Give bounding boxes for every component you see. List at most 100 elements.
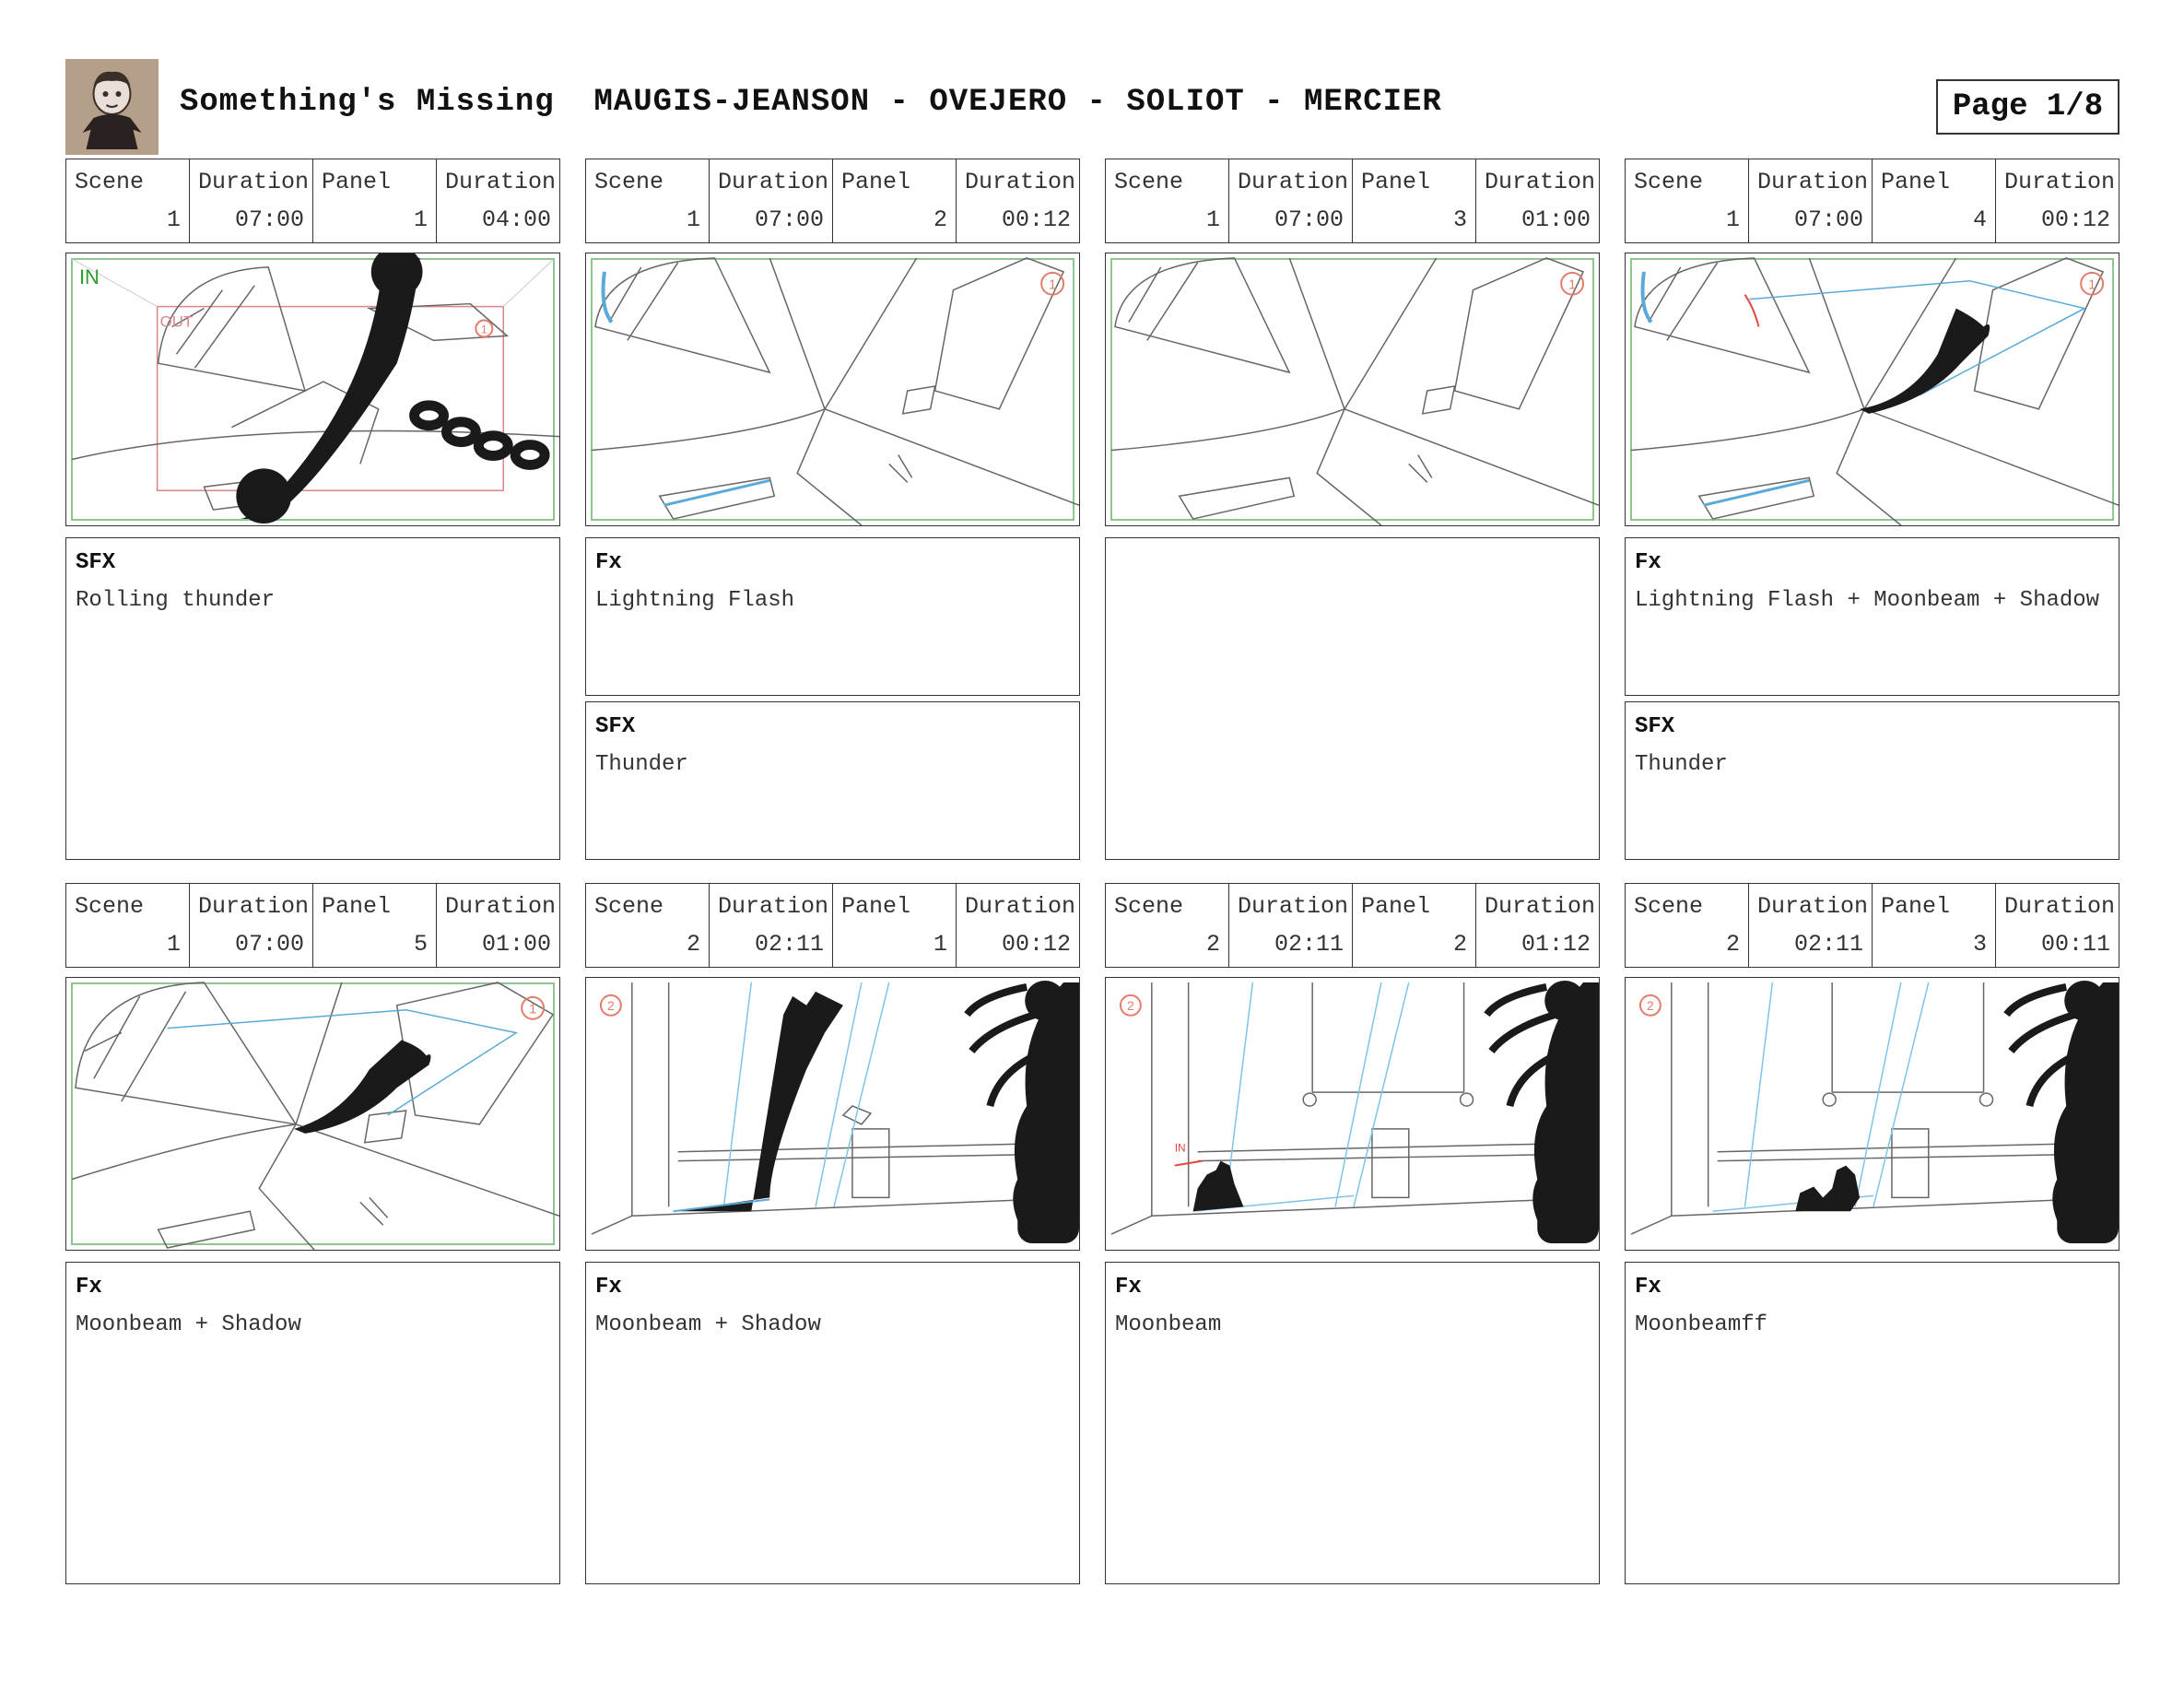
duration-label: Duration: [2004, 169, 2116, 195]
duration-label: Duration: [198, 893, 310, 920]
note-box: SFX Thunder: [585, 701, 1080, 860]
panel-duration: 00:12: [2040, 206, 2110, 233]
scene-duration-cell: Duration 07:00: [190, 159, 313, 242]
scene-label: Scene: [1634, 893, 1704, 920]
note-body: Thunder: [595, 752, 688, 777]
scene-duration-cell: Duration 02:11: [1229, 884, 1353, 967]
panel-number: 2: [933, 206, 947, 233]
scene-label: Scene: [594, 169, 664, 195]
panel-number: 2: [1452, 931, 1467, 958]
note-title: SFX: [1635, 714, 1675, 739]
scene-number: 1: [1725, 206, 1740, 233]
duration-label: Duration: [965, 169, 1076, 195]
note-box: Fx Moonbeam: [1105, 1262, 1600, 1584]
note-body: Moonbeam: [1115, 1312, 1222, 1337]
note-box: Fx Lightning Flash: [585, 537, 1080, 696]
panel-duration: 00:11: [2040, 931, 2110, 958]
note-box: SFX Thunder: [1625, 701, 2119, 860]
scene-duration-cell: Duration 02:11: [1749, 884, 1873, 967]
out-marker: OUT: [160, 312, 194, 330]
panel-duration: 01:12: [1521, 931, 1591, 958]
panel-duration-cell: Duration 01:12: [1476, 884, 1599, 967]
in-marker: IN: [1175, 1142, 1186, 1155]
note-box: Fx Moonbeam + Shadow: [585, 1262, 1080, 1584]
scene-number: 1: [686, 206, 700, 233]
scene-label: Scene: [1634, 169, 1704, 195]
duration-label: Duration: [718, 893, 829, 920]
duration-label: Duration: [1757, 893, 1869, 920]
note-box: Fx Lightning Flash + Moonbeam + Shadow: [1625, 537, 2119, 696]
scene-cell: Scene 1: [1626, 159, 1749, 242]
note-title: Fx: [595, 550, 622, 575]
note-box: [1105, 537, 1600, 860]
panel-duration: 00:12: [1001, 931, 1071, 958]
duration-label: Duration: [198, 169, 310, 195]
duration-label: Duration: [2004, 893, 2116, 920]
scene-badge: 1: [1049, 277, 1056, 293]
panel-duration-cell: Duration 00:12: [1996, 159, 2119, 242]
scene-badge: 1: [1568, 277, 1576, 293]
scene-badge: 2: [1647, 998, 1654, 1013]
scene-label: Scene: [75, 893, 145, 920]
panel-sketch: IN 2: [1105, 977, 1600, 1251]
scene-number: 2: [1205, 931, 1220, 958]
duration-label: Duration: [445, 169, 557, 195]
note-title: Fx: [1635, 1275, 1661, 1300]
duration-label: Duration: [445, 893, 557, 920]
page-indicator: Page 1/8: [1936, 79, 2119, 135]
panel-sketch: 2: [1625, 977, 2119, 1251]
scene-label: Scene: [1114, 169, 1184, 195]
scene-duration: 07:00: [1793, 206, 1863, 233]
scene-duration: 02:11: [1274, 931, 1344, 958]
panel-label: Panel: [1361, 169, 1431, 195]
duration-label: Duration: [1757, 169, 1869, 195]
scene-duration: 02:11: [1793, 931, 1863, 958]
document-title: Something's Missing MAUGIS-JEANSON - OVE…: [180, 85, 1442, 120]
duration-label: Duration: [1485, 893, 1596, 920]
duration-label: Duration: [1238, 169, 1349, 195]
scene-duration: 07:00: [234, 206, 304, 233]
panel-sketch: 1: [585, 253, 1080, 526]
scene-label: Scene: [75, 169, 145, 195]
note-box: Fx Moonbeamff: [1625, 1262, 2119, 1584]
panel-number: 1: [933, 931, 947, 958]
scene-cell: Scene 1: [66, 159, 190, 242]
scene-badge: 1: [2088, 277, 2096, 293]
note-body: Lightning Flash + Moonbeam + Shadow: [1635, 588, 2100, 613]
note-body: Lightning Flash: [595, 588, 795, 613]
panel-number: 5: [413, 931, 428, 958]
panel-sketch: 1: [65, 977, 560, 1251]
panel-label: Panel: [322, 169, 392, 195]
panel-sketch: 2: [585, 977, 1080, 1251]
duration-label: Duration: [1238, 893, 1349, 920]
scene-duration: 07:00: [754, 206, 824, 233]
note-title: Fx: [1115, 1275, 1142, 1300]
scene-number: 1: [166, 206, 181, 233]
panel-number: 3: [1972, 931, 1987, 958]
panel-sketch: 1: [1625, 253, 2119, 526]
note-body: Thunder: [1635, 752, 1728, 777]
